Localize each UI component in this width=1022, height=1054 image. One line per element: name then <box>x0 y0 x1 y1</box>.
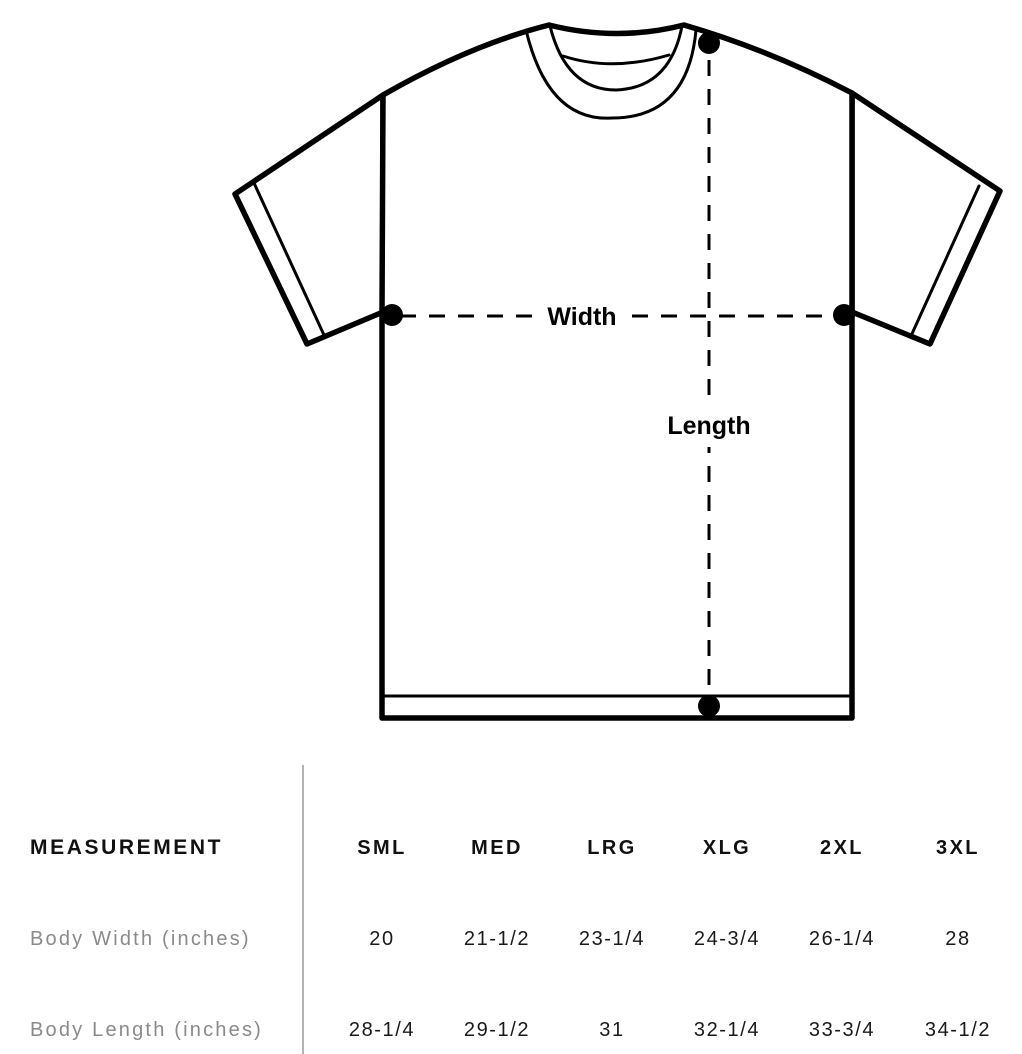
table-cell: 20 <box>369 928 395 950</box>
table-row-body-width: Body Width (inches) 20 21-1/2 23-1/4 24-… <box>0 919 1022 959</box>
tshirt-diagram: Width Length <box>232 22 1003 721</box>
table-cell: 28 <box>945 928 971 950</box>
size-header-3xl: 3XL <box>936 837 980 859</box>
table-row-body-length: Body Length (inches) 28-1/4 29-1/2 31 32… <box>0 1010 1022 1050</box>
size-chart-table: MEASUREMENT SML MED LRG XLG 2XL 3XL Body… <box>0 765 1022 1054</box>
table-cell: 33-3/4 <box>808 1019 876 1041</box>
measurement-header: MEASUREMENT <box>30 836 224 859</box>
length-endpoint-top <box>698 32 720 54</box>
collar <box>524 24 698 120</box>
length-endpoint-bottom <box>698 695 720 717</box>
row-label-body-length: Body Length (inches) <box>30 1019 264 1041</box>
table-cell: 29-1/2 <box>463 1019 531 1041</box>
size-header-lrg: LRG <box>587 837 637 859</box>
table-cell: 32-1/4 <box>693 1019 761 1041</box>
width-endpoint-left <box>381 304 403 326</box>
right-sleeve <box>829 90 1003 347</box>
shirt-body <box>379 22 855 721</box>
size-header-med: MED <box>471 837 523 859</box>
size-header-xlg: XLG <box>702 837 752 859</box>
width-label: Width <box>547 303 616 331</box>
length-label: Length <box>667 412 750 440</box>
table-cell: 28-1/4 <box>348 1019 416 1041</box>
table-cell: 24-3/4 <box>693 928 761 950</box>
table-header-row: MEASUREMENT SML MED LRG XLG 2XL 3XL <box>0 828 1022 868</box>
table-cell: 21-1/2 <box>463 928 531 950</box>
left-sleeve <box>232 92 406 347</box>
row-label-body-width: Body Width (inches) <box>30 928 251 950</box>
table-cell: 26-1/4 <box>808 928 876 950</box>
table-cell: 31 <box>599 1019 625 1041</box>
column-divider <box>302 765 304 1054</box>
table-cell: 23-1/4 <box>578 928 646 950</box>
width-endpoint-right <box>833 304 855 326</box>
size-header-sml: SML <box>357 837 407 859</box>
table-cell: 34-1/2 <box>924 1019 992 1041</box>
size-header-2xl: 2XL <box>820 837 864 859</box>
